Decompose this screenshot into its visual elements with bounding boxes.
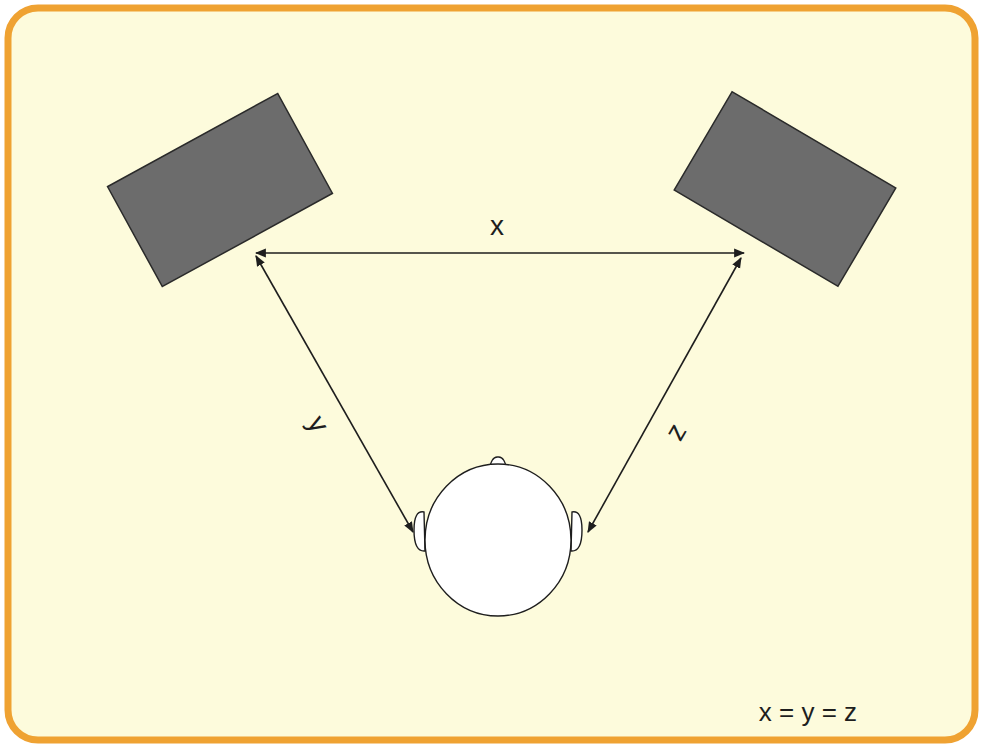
frame: [8, 8, 975, 740]
left-speaker: [108, 93, 333, 286]
distance-label: x: [490, 212, 504, 240]
right-speaker: [674, 92, 896, 287]
equality-note: x = y = z: [759, 699, 857, 725]
listener-head: [414, 457, 582, 616]
